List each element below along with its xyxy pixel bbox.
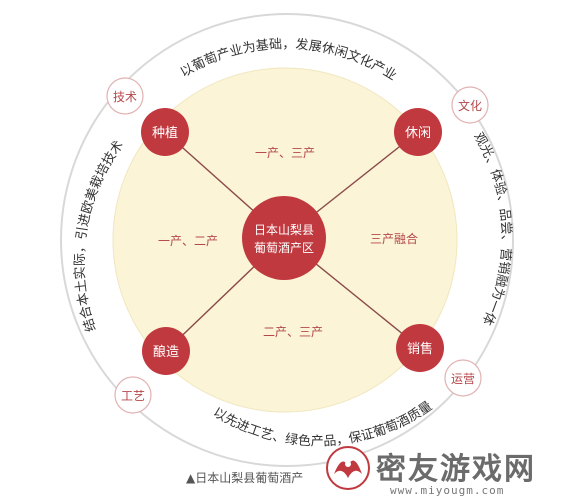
- small-node-operation: [444, 359, 482, 397]
- sector-top-label: 一产、三产: [255, 146, 315, 160]
- node-sales: [396, 324, 444, 372]
- small-node-operation-label: 运营: [451, 372, 475, 386]
- small-node-craft-label: 工艺: [121, 389, 145, 403]
- node-leisure-label: 休闲: [405, 126, 431, 141]
- node-planting-label: 种植: [152, 126, 178, 141]
- center-label-line2: 葡萄酒产区: [254, 241, 314, 255]
- watermark-url[interactable]: www.miyougm.com: [390, 484, 505, 497]
- small-node-craft: [114, 376, 152, 414]
- small-node-tech-label: 技术: [113, 90, 137, 104]
- watermark-title: 密友游戏网: [376, 452, 536, 487]
- node-sales-label: 销售: [407, 341, 433, 357]
- center-label-line1: 日本山梨县: [254, 223, 314, 237]
- center-node: [242, 196, 326, 280]
- small-node-culture-label: 文化: [458, 98, 482, 113]
- small-node-tech: [106, 77, 144, 115]
- figure-caption: ▲日本山梨县葡萄酒产: [186, 471, 304, 485]
- node-planting: [141, 108, 189, 156]
- watermark: 密友游戏网 www.miyougm.com: [324, 440, 570, 500]
- node-brewing-label: 酿造: [153, 344, 179, 360]
- node-brewing: [142, 327, 190, 375]
- sector-right-label: 三产融合: [370, 231, 418, 246]
- sector-left-label: 一产、二产: [158, 234, 218, 248]
- sector-bottom-label: 二产、三产: [263, 325, 323, 339]
- small-node-culture: [451, 86, 489, 124]
- node-leisure: [394, 108, 442, 156]
- dragon-logo-icon: [326, 446, 370, 490]
